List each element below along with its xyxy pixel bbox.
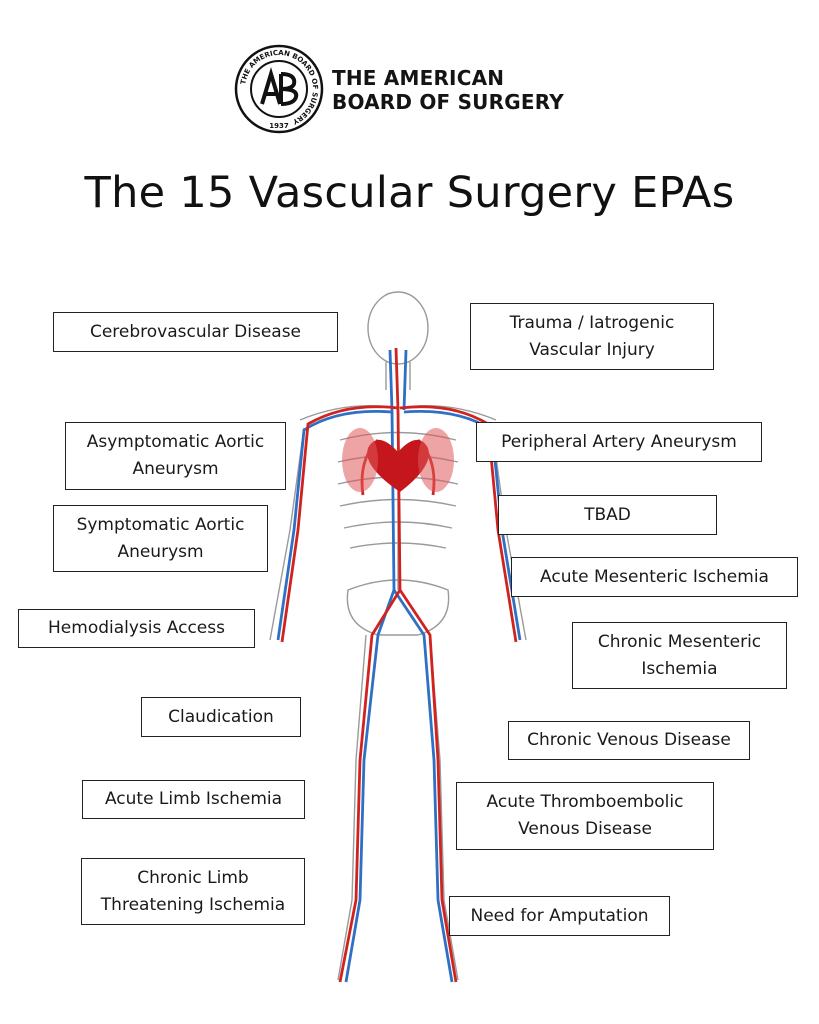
epa-box-asymptomatic-aortic-aneurysm: Asymptomatic Aortic Aneurysm <box>65 422 286 490</box>
epa-label: Chronic Venous Disease <box>527 730 731 750</box>
epa-label: Claudication <box>168 706 274 727</box>
epa-box-chronic-venous-disease: Chronic Venous Disease <box>508 721 750 760</box>
lungs <box>342 428 454 492</box>
epa-label: Trauma / Iatrogenic Vascular Injury <box>509 312 675 360</box>
epa-label: TBAD <box>584 504 631 525</box>
epa-label: Symptomatic Aortic Aneurysm <box>76 514 245 562</box>
epa-label: Peripheral Artery Aneurysm <box>501 431 737 452</box>
epa-label: Hemodialysis Access <box>48 618 225 638</box>
organization-name-line1: THE AMERICAN <box>332 66 505 90</box>
seal-year: 1937 <box>269 122 289 130</box>
epa-box-acute-mesenteric-ischemia: Acute Mesenteric Ischemia <box>511 557 798 597</box>
abs-seal-icon: THE AMERICAN BOARD OF SURGERY 1937 <box>234 44 324 134</box>
heart-icon <box>367 439 429 492</box>
organization-name: THE AMERICAN BOARD OF SURGERY <box>332 66 564 114</box>
epa-label: Acute Mesenteric Ischemia <box>540 566 769 587</box>
abs-logo: THE AMERICAN BOARD OF SURGERY 1937 THE A… <box>234 44 594 136</box>
epa-box-hemodialysis-access: Hemodialysis Access <box>18 609 255 648</box>
epa-box-symptomatic-aortic-aneurysm: Symptomatic Aortic Aneurysm <box>53 505 268 572</box>
epa-box-peripheral-artery-aneurysm: Peripheral Artery Aneurysm <box>476 422 762 462</box>
epa-box-chronic-mesenteric-ischemia: Chronic Mesenteric Ischemia <box>572 622 787 689</box>
epa-label: Need for Amputation <box>470 905 649 926</box>
epa-box-acute-thromboembolic-venous-disease: Acute Thromboembolic Venous Disease <box>456 782 714 850</box>
epa-label: Chronic Limb Threatening Ischemia <box>100 867 286 915</box>
epa-box-tbad: TBAD <box>498 495 717 535</box>
epa-box-cerebrovascular-disease: Cerebrovascular Disease <box>53 312 338 352</box>
epa-label: Acute Limb Ischemia <box>104 789 283 809</box>
organization-name-line2: BOARD OF SURGERY <box>332 90 564 114</box>
epa-label: Asymptomatic Aortic Aneurysm <box>86 432 265 479</box>
epa-label: Cerebrovascular Disease <box>89 321 302 342</box>
epa-box-need-for-amputation: Need for Amputation <box>449 896 670 936</box>
epa-label: Chronic Mesenteric Ischemia <box>597 631 762 679</box>
epa-box-trauma-iatrogenic-vascular-injury: Trauma / Iatrogenic Vascular Injury <box>470 303 714 370</box>
epa-box-acute-limb-ischemia: Acute Limb Ischemia <box>82 780 305 819</box>
circulatory-system-figure <box>269 291 527 983</box>
epa-box-claudication: Claudication <box>141 697 301 737</box>
epa-box-chronic-limb-threatening-ischemia: Chronic Limb Threatening Ischemia <box>81 858 305 925</box>
epa-label: Acute Thromboembolic Venous Disease <box>486 792 684 839</box>
page-title: The 15 Vascular Surgery EPAs <box>84 168 735 218</box>
